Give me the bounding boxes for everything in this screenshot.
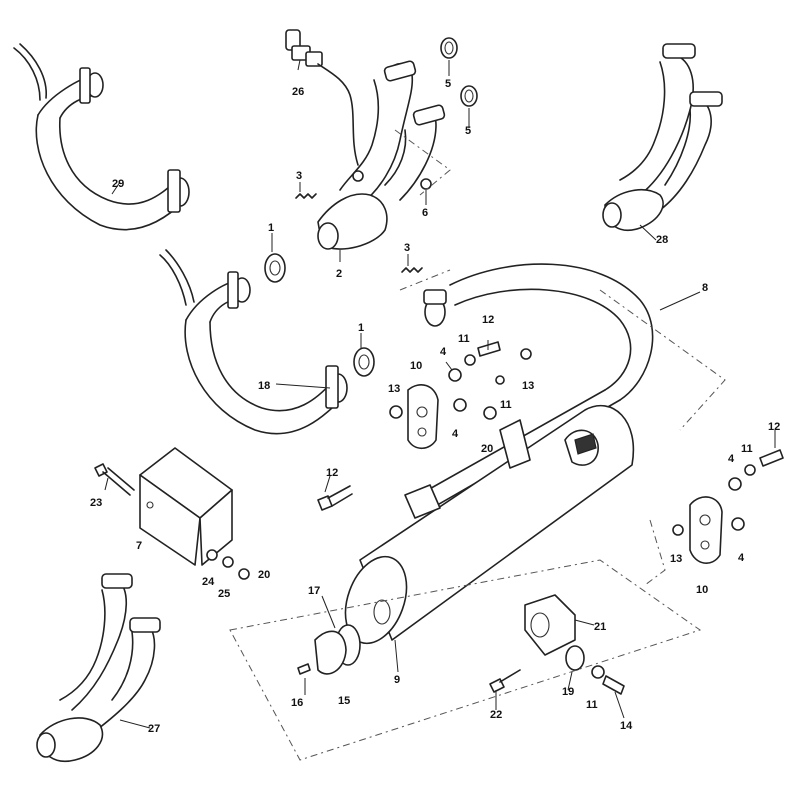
callout-13: 13 [670, 553, 682, 565]
part-26-oxygen-sensor [285, 29, 359, 166]
callout-27: 27 [148, 723, 160, 735]
part-5-gaskets [440, 37, 478, 107]
callout-5: 5 [445, 78, 451, 90]
callout-3: 3 [404, 242, 410, 254]
part-6-nut [420, 178, 432, 190]
part-27-exhaust-manifold [36, 573, 161, 762]
part-23-bolt [94, 463, 135, 496]
part-18-header-pipe [159, 249, 348, 435]
callout-8: 8 [702, 282, 708, 294]
part-10-hanger-right [672, 449, 784, 564]
callout-21: 21 [594, 621, 606, 633]
part-12-bolt-middle [317, 485, 353, 511]
part-28-exhaust-manifold [602, 43, 723, 231]
callout-17: 17 [308, 585, 320, 597]
callout-1: 1 [268, 222, 274, 234]
callout-labels: 1 1 2 3 3 4 4 4 4 5 5 6 7 8 9 10 10 11 1… [90, 78, 780, 735]
group-outline-upper [394, 129, 451, 196]
part-1-gaskets [264, 253, 375, 377]
callout-4: 4 [452, 428, 459, 440]
part-10-hanger-upper [407, 384, 439, 450]
callout-15: 15 [338, 695, 350, 707]
callout-20: 20 [481, 443, 493, 455]
callout-3: 3 [296, 170, 302, 182]
callout-20: 20 [258, 569, 270, 581]
callout-26: 26 [292, 86, 304, 98]
callout-14: 14 [620, 720, 633, 732]
callout-13: 13 [522, 380, 534, 392]
group-outline-right [644, 519, 666, 586]
callout-12: 12 [768, 421, 780, 433]
part-15-end-cap [297, 624, 361, 675]
callout-16: 16 [291, 697, 303, 709]
callout-29: 29 [112, 178, 124, 190]
callout-5: 5 [465, 125, 471, 137]
callout-12: 12 [482, 314, 494, 326]
leader-lines [104, 59, 776, 729]
callout-19: 19 [562, 686, 574, 698]
part-2-exhaust-manifold [317, 60, 446, 250]
callout-25: 25 [218, 588, 230, 600]
part-9-muffler [344, 404, 635, 645]
callout-24: 24 [202, 576, 215, 588]
callout-28: 28 [656, 234, 668, 246]
callout-7: 7 [136, 540, 142, 552]
small-washers [206, 549, 250, 580]
callout-11: 11 [586, 699, 598, 711]
callout-2: 2 [336, 268, 342, 280]
callout-13: 13 [388, 383, 400, 395]
callout-9: 9 [394, 674, 400, 686]
callout-1: 1 [358, 322, 364, 334]
group-outline-lower [229, 559, 702, 761]
part-3-springs [295, 193, 423, 273]
callout-10: 10 [410, 360, 422, 372]
callout-11: 11 [500, 399, 512, 411]
part-21-flange [489, 594, 625, 695]
upper-hardware [389, 341, 532, 420]
callout-23: 23 [90, 497, 102, 509]
callout-11: 11 [741, 443, 753, 455]
callout-10: 10 [696, 584, 708, 596]
callout-4: 4 [440, 346, 447, 358]
callout-12: 12 [326, 467, 338, 479]
callout-22: 22 [490, 709, 502, 721]
callout-4: 4 [738, 552, 745, 564]
part-7-bracket [139, 447, 233, 566]
callout-18: 18 [258, 380, 270, 392]
callout-11: 11 [458, 333, 470, 345]
callout-4: 4 [728, 453, 735, 465]
callout-6: 6 [422, 207, 428, 219]
part-29-header-pipe [13, 43, 190, 231]
